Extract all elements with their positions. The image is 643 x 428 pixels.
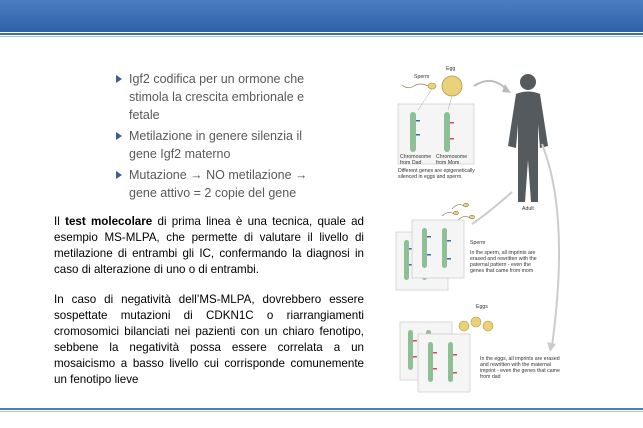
arrowhead-icon bbox=[547, 342, 556, 352]
paragraph-bold-term: test molecolare bbox=[65, 215, 153, 228]
caption-sperm: In the sperm, all imprints are erased an… bbox=[470, 250, 537, 274]
arrow-bullet-icon bbox=[116, 171, 122, 179]
sperm-chromosome-panels bbox=[395, 219, 465, 291]
header-divider-thin bbox=[0, 36, 643, 37]
imprint-mark bbox=[450, 122, 454, 124]
sperm-icon bbox=[401, 82, 437, 90]
imprint-mark bbox=[416, 120, 420, 122]
label-sperm: Sperm bbox=[414, 74, 430, 80]
label-eggs: Eggs bbox=[476, 304, 488, 310]
caption-eggs: In the eggs, all imprints are erased and… bbox=[480, 356, 560, 380]
bullet-text: Igf2 codifica per un ormone che stimola … bbox=[129, 72, 305, 122]
adult-silhouette-icon bbox=[508, 74, 548, 202]
chromosome-mom bbox=[444, 112, 450, 152]
arrow-to-eggs-icon bbox=[541, 143, 561, 347]
imprint-mark bbox=[416, 134, 420, 136]
arrow-bullet-icon bbox=[116, 132, 122, 140]
bullet-item: Igf2 codifica per un ormone che stimola … bbox=[116, 70, 316, 124]
egg-chromosome-panels bbox=[399, 321, 471, 393]
label-chromosome-dad: Chromosome from Dad bbox=[400, 154, 432, 166]
bullet-text: Mutazione → NO metilazione → gene attivo… bbox=[129, 168, 308, 200]
chromosome-dad bbox=[410, 112, 416, 152]
arrow-to-adult-icon bbox=[473, 79, 508, 91]
bullet-text: Metilazione in genere silenzia il gene I… bbox=[129, 129, 303, 161]
arrow-to-sperm-icon bbox=[471, 191, 513, 225]
label-egg: Egg bbox=[446, 66, 456, 72]
header-divider bbox=[0, 33, 643, 35]
imprint-mark bbox=[450, 138, 454, 140]
bullet-item: Mutazione → NO metilazione → gene attivo… bbox=[116, 166, 316, 202]
egg-cells-icon bbox=[458, 316, 494, 332]
arrow-bullet-icon bbox=[116, 75, 122, 83]
imprinting-diagram bbox=[395, 74, 561, 393]
label-chromosome-mom: Chromosome from Mom bbox=[436, 154, 468, 166]
arrowhead-icon bbox=[502, 84, 511, 93]
paragraph-text: Il bbox=[54, 215, 66, 228]
label-adult: Adult bbox=[522, 206, 534, 212]
paragraph-molecular-test: Il test molecolare di prima linea è una … bbox=[54, 214, 364, 278]
paragraph-negativity: In caso di negatività dell’MS-MLPA, dovr… bbox=[54, 293, 364, 386]
bullet-list: Igf2 codifica per un ormone che stimola … bbox=[116, 70, 316, 205]
imprinting-figure: Sperm Egg Chromosome from Dad Chromosome… bbox=[392, 64, 602, 400]
footer-divider-thin bbox=[0, 411, 643, 412]
egg-icon bbox=[441, 75, 463, 97]
paragraph-text: di prima linea è una tecnica, quale ad e… bbox=[54, 215, 364, 276]
sperm-cells-icon bbox=[441, 202, 475, 221]
caption-top: Different genes are epigenetically silen… bbox=[398, 168, 475, 180]
label-sperm-2: Sperm bbox=[470, 240, 486, 246]
connector-line bbox=[447, 95, 453, 111]
bullet-item: Metilazione in genere silenzia il gene I… bbox=[116, 127, 316, 163]
connector-line bbox=[417, 88, 433, 111]
footer-divider bbox=[0, 408, 643, 410]
title-bar bbox=[0, 0, 643, 32]
